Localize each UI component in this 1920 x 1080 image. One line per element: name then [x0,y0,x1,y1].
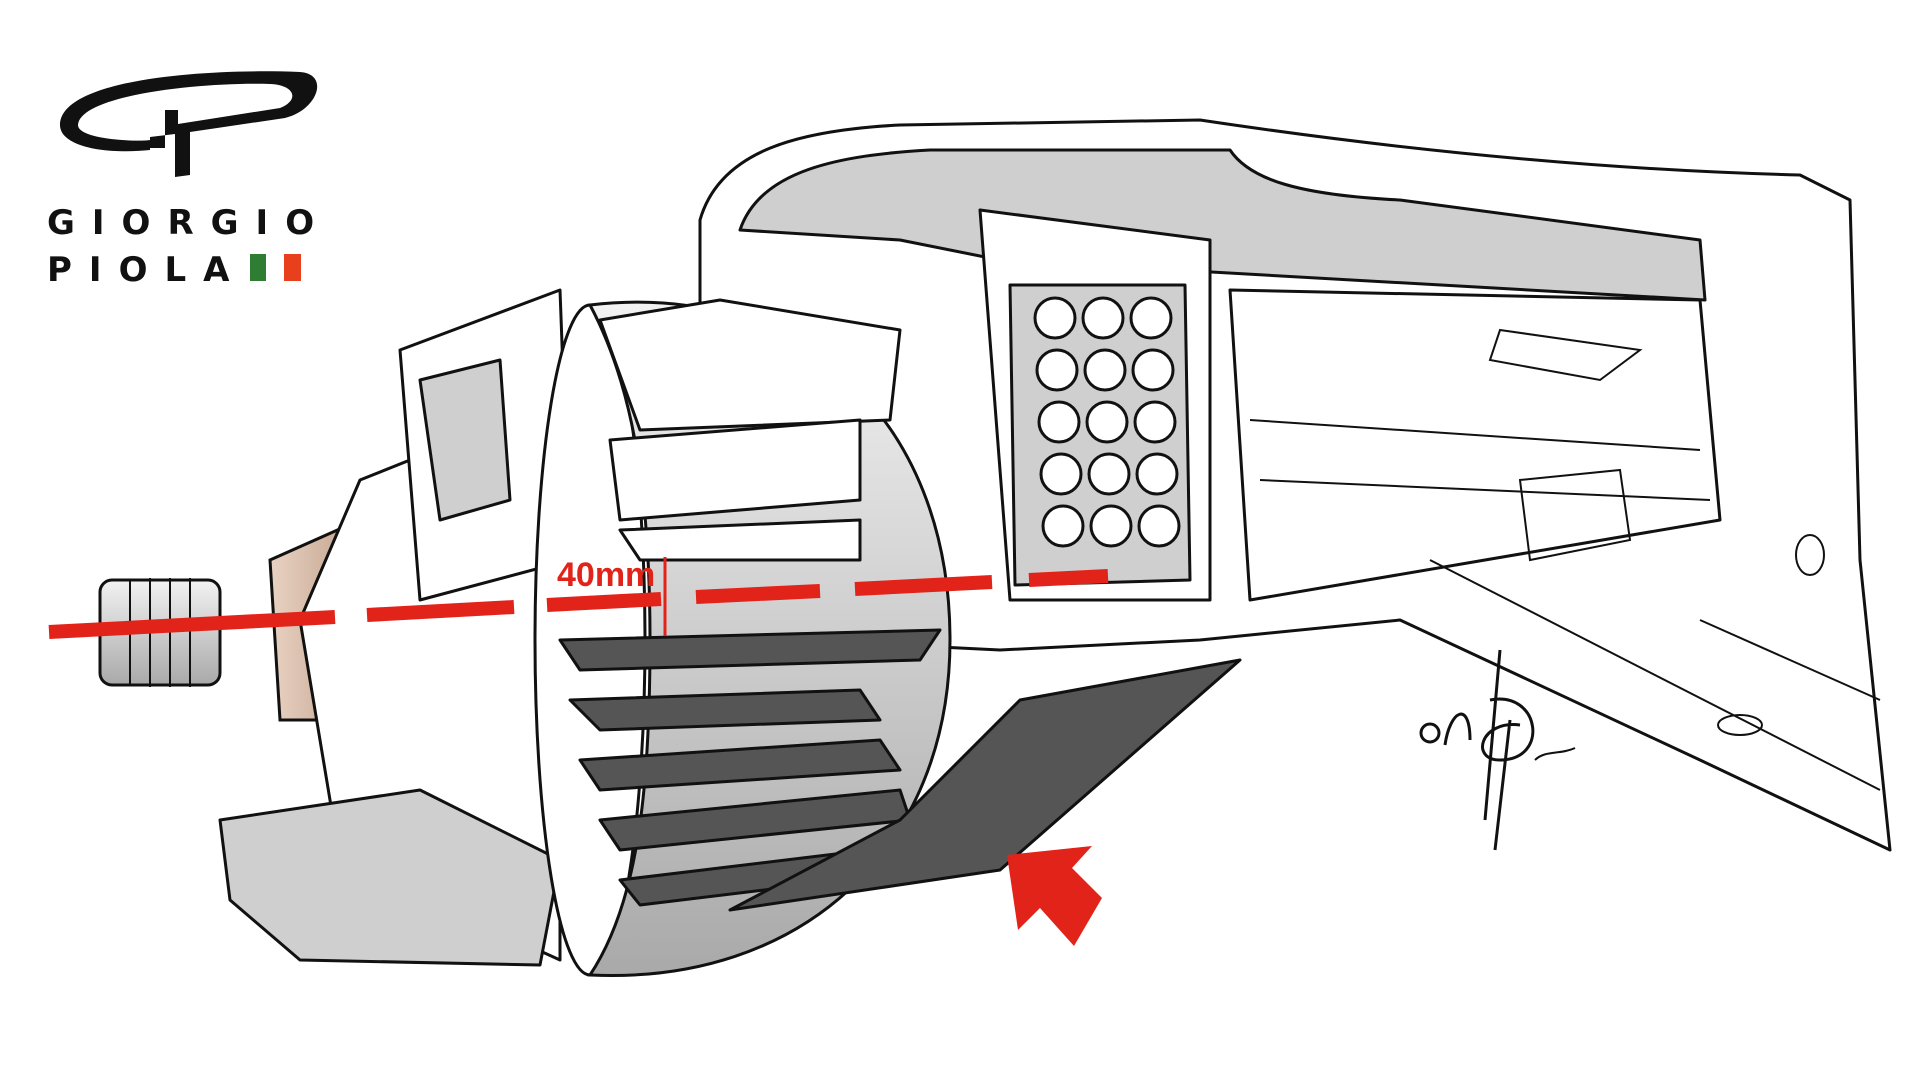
logo-line1: GIORGIO [47,203,331,243]
ducting-vanes [558,628,1242,912]
logo-line2: PIOLA [47,250,246,290]
cooling-hole [1037,400,1081,444]
gp-monogram [60,71,318,177]
cooling-hole [1131,348,1175,392]
cooling-hole [1129,296,1173,340]
cooling-hole [1035,348,1079,392]
flag-red [284,254,301,281]
cooling-hole [1087,452,1131,496]
giorgio-piola-logo: GIORGIO PIOLA [47,71,331,290]
artist-signature [1419,649,1576,851]
red-arrow-icon [1007,846,1102,946]
brake-drum [533,298,1242,978]
flag-green [250,254,266,281]
cooling-hole [1085,400,1129,444]
cooling-hole [1137,504,1181,548]
cooling-hole [1135,452,1179,496]
axis-centerline [48,569,1109,639]
cooling-hole [1039,452,1083,496]
cooling-hole [1133,400,1177,444]
cooling-hole [1041,504,1085,548]
cooling-hole [1033,296,1077,340]
cooling-hole [1083,348,1127,392]
cooling-holes-grid [1033,296,1181,548]
cooling-hole [1089,504,1133,548]
measurement-label: 40mm [557,556,655,594]
cooling-hole [1081,296,1125,340]
